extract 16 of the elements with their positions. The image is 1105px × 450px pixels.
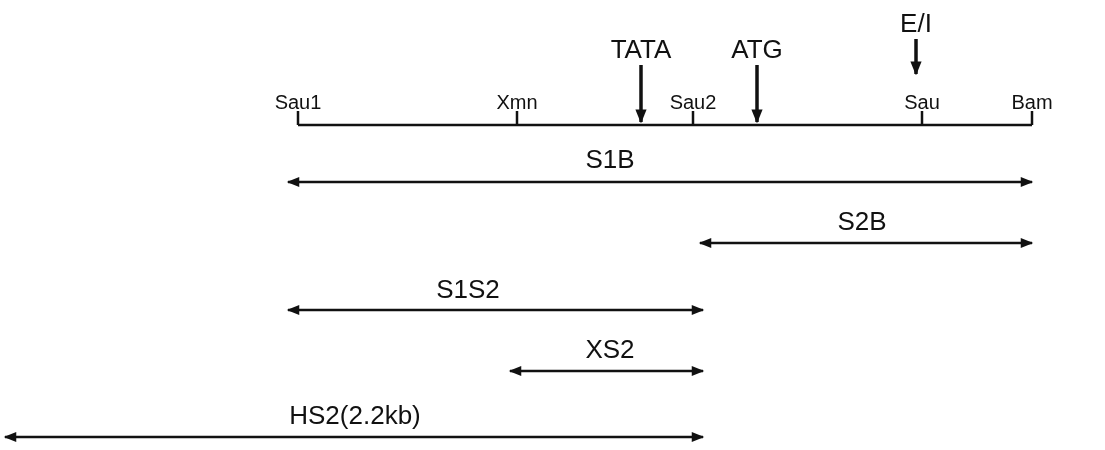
site-label: Sau bbox=[904, 92, 940, 112]
site-label: Bam bbox=[1011, 92, 1053, 112]
fragment-label: S1S2 bbox=[436, 276, 500, 302]
feature-label: E/I bbox=[898, 10, 934, 36]
fragment-label: S1B bbox=[585, 146, 635, 172]
feature-label: TATA bbox=[608, 36, 674, 62]
fragment-label: XS2 bbox=[585, 336, 635, 362]
arrow bbox=[910, 39, 922, 76]
site-label: Sau2 bbox=[669, 92, 717, 112]
site-label: Xmn bbox=[496, 92, 538, 112]
arrow bbox=[751, 65, 763, 124]
fragment-label: S2B bbox=[837, 208, 887, 234]
fragment-label: HS2(2.2kb) bbox=[289, 402, 421, 428]
feature-label: ATG bbox=[729, 36, 785, 62]
arrow bbox=[635, 65, 647, 124]
site-label: Sau1 bbox=[274, 92, 322, 112]
